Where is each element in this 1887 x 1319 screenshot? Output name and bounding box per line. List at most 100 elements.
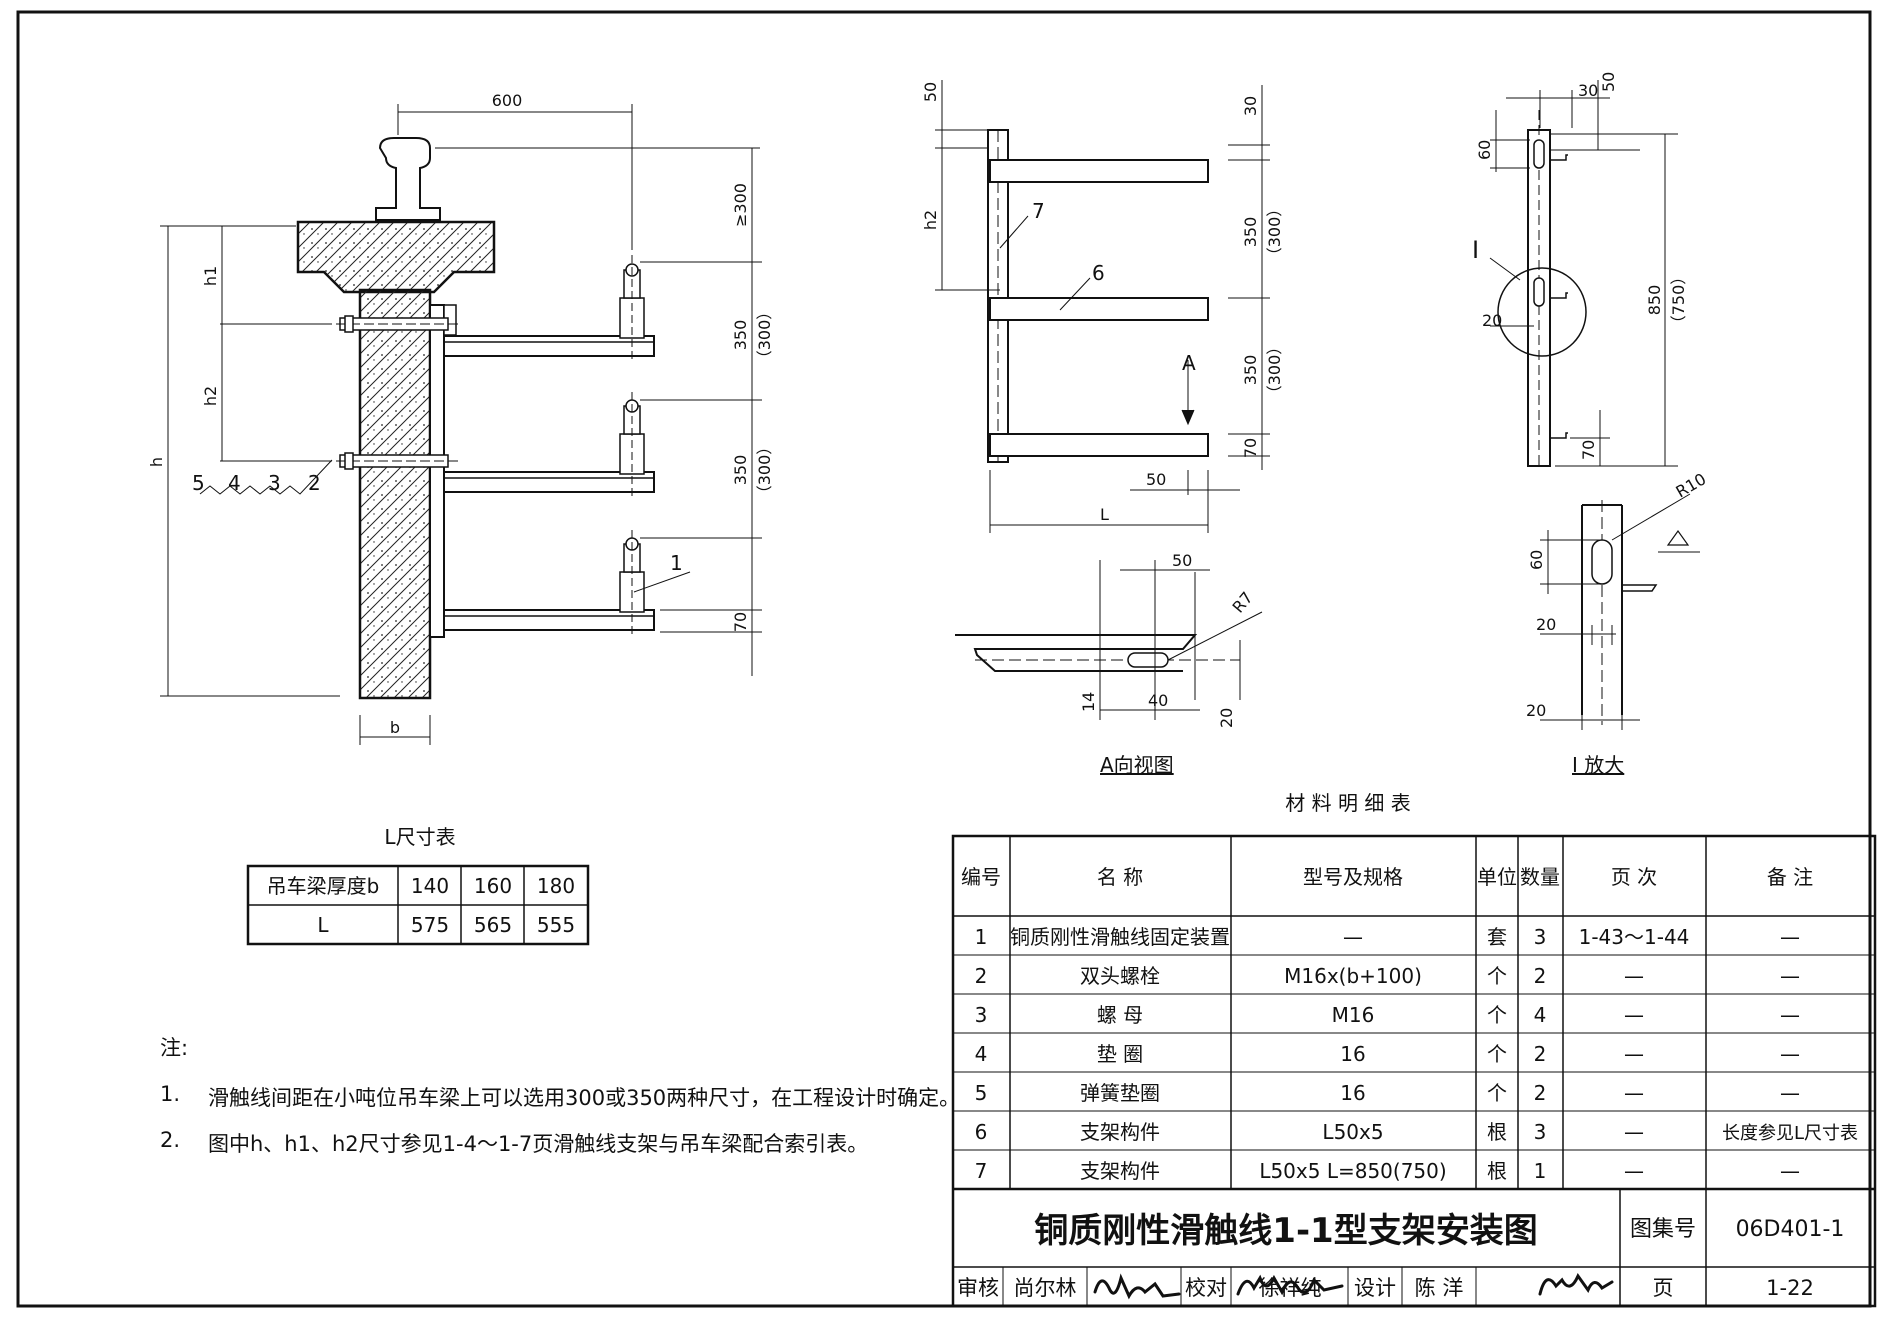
bracket-arm-2: [443, 471, 655, 493]
material-row-3-page: —: [1624, 1003, 1644, 1027]
detail-dim-70: 70: [1579, 440, 1598, 460]
dim-h2: h2: [201, 386, 220, 406]
check-name: 徐祥纯: [1259, 1276, 1322, 1300]
material-row-3-no: 3: [975, 1003, 988, 1027]
detail-dim-750: （750）: [1669, 269, 1688, 332]
material-row-6-name: 支架构件: [1080, 1120, 1160, 1144]
rail: [375, 137, 441, 221]
material-row-6-spec: L50x5: [1322, 1120, 1383, 1144]
side-arm-3: [989, 433, 1209, 457]
material-row-5-unit: 个: [1487, 1081, 1507, 1105]
material-row-7-remark: —: [1780, 1159, 1800, 1183]
material-row-1-no: 1: [975, 925, 988, 949]
design-label: 设计: [1354, 1276, 1396, 1300]
material-row-6-qty: 3: [1534, 1120, 1547, 1144]
detail-label-I: I: [1472, 236, 1479, 264]
detail-dim-850: 850: [1645, 285, 1664, 316]
holder-3: [619, 530, 645, 634]
detail-dim-30: 30: [1578, 81, 1598, 100]
material-row-1-spec: —: [1343, 925, 1363, 949]
l-table-r2c1: L: [317, 913, 329, 937]
l-table-r1c1: 吊车梁厚度b: [267, 874, 380, 898]
review-name: 尚尔林: [1014, 1276, 1077, 1300]
detail-dim-60b: 60: [1527, 550, 1546, 570]
material-table-grid: [951, 834, 1877, 1308]
material-row-4-page: —: [1624, 1042, 1644, 1066]
page-label: 页: [1653, 1276, 1674, 1300]
material-row-3-qty: 4: [1534, 1003, 1547, 1027]
dim-h1: h1: [201, 266, 220, 286]
dim-300-b: （300）: [755, 439, 774, 502]
dim-h: h: [147, 457, 166, 467]
detail-dim-20b: 20: [1536, 615, 1556, 634]
material-table-headers: 编号 名 称 型号及规格 单位 数量 页 次 备 注: [961, 865, 1813, 889]
material-row-5-name: 弹簧垫圈: [1080, 1081, 1160, 1105]
material-row-5-page: —: [1624, 1081, 1644, 1105]
material-row-1-name: 铜质刚性滑触线固定装置: [1010, 925, 1230, 949]
side-dim-350-b: 350: [1241, 355, 1260, 386]
signatures: [1093, 1272, 1614, 1300]
material-row-2-qty: 2: [1534, 964, 1547, 988]
material-row-6-unit: 根: [1487, 1120, 1507, 1144]
material-row-7-no: 7: [975, 1159, 988, 1183]
detail-dim-20c: 20: [1526, 701, 1546, 720]
material-row-6-page: —: [1624, 1120, 1644, 1144]
main-view-labels: 600 ≥300 350 （300） 350 （300） 70 h1 h2 h …: [147, 91, 774, 737]
side-dim-70: 70: [1241, 438, 1260, 458]
material-row-3-name: 螺 母: [1097, 1003, 1143, 1027]
material-row-5-no: 5: [975, 1081, 988, 1105]
note-1: 滑触线间距在小吨位吊车梁上可以选用300或350两种尺寸，在工程设计时确定。: [208, 1086, 961, 1110]
material-row-5-qty: 2: [1534, 1081, 1547, 1105]
dim-300-a: （300）: [755, 304, 774, 367]
material-row-6-no: 6: [975, 1120, 988, 1144]
signature-design: [1538, 1272, 1614, 1296]
material-table-title: 材 料 明 细 表: [1285, 791, 1410, 815]
side-dim-50: 50: [921, 82, 940, 102]
a-view-dim-50: 50: [1172, 551, 1192, 570]
side-dim-30: 30: [1241, 96, 1260, 116]
l-table-r1c2: 140: [411, 874, 449, 898]
l-table-r1c3: 160: [474, 874, 512, 898]
page-number: 1-22: [1766, 1276, 1814, 1300]
material-row-4-qty: 2: [1534, 1042, 1547, 1066]
material-row-4-unit: 个: [1487, 1042, 1507, 1066]
callout-1: 1: [670, 551, 683, 575]
l-table-r2c3: 565: [474, 913, 512, 937]
a-view-R7: R7: [1229, 588, 1257, 617]
side-dim-h2: h2: [921, 210, 940, 230]
detail-circle-I: [1497, 267, 1587, 357]
note-2-number: 2.: [160, 1128, 181, 1152]
note-1-number: 1.: [160, 1082, 181, 1106]
callout-2: 2: [308, 471, 321, 495]
detail-dim-20: 20: [1482, 311, 1502, 330]
material-row-2-spec: M16x(b+100): [1284, 964, 1422, 988]
check-label: 校对: [1185, 1276, 1227, 1300]
material-row-1-remark: —: [1780, 925, 1800, 949]
design-name: 陈 洋: [1415, 1276, 1464, 1300]
dim-600: 600: [492, 91, 523, 110]
material-row-2-no: 2: [975, 964, 988, 988]
a-view: [955, 560, 1263, 720]
holder-2: [619, 392, 645, 496]
callout-4: 4: [228, 471, 241, 495]
l-table-r2c2: 575: [411, 913, 449, 937]
callout-3: 3: [268, 471, 281, 495]
hdr-page: 页 次: [1611, 865, 1657, 889]
dim-b: b: [390, 718, 400, 737]
hdr-name: 名 称: [1097, 865, 1143, 889]
side-dim-300-a: （300）: [1265, 201, 1284, 264]
material-row-5-spec: 16: [1340, 1081, 1365, 1105]
hdr-qty: 数量: [1520, 865, 1560, 889]
material-row-3-remark: —: [1780, 1003, 1800, 1027]
material-row-6-remark: 长度参见L尺寸表: [1722, 1123, 1858, 1144]
side-dim-300-b: （300）: [1265, 339, 1284, 402]
signature-review: [1093, 1273, 1181, 1300]
notes-head: 注:: [160, 1036, 189, 1060]
beam-web: [358, 288, 432, 700]
main-view: [160, 104, 762, 745]
detail-view-labels: 30 50 60 I 20 850 （750） 70 R10 60 20 20 …: [1472, 72, 1709, 777]
hdr-unit: 单位: [1477, 865, 1517, 889]
dim-70: 70: [731, 612, 750, 632]
note-2: 图中h、h1、h2尺寸参见1-4～1-7页滑触线支架与吊车梁配合索引表。: [208, 1132, 869, 1156]
